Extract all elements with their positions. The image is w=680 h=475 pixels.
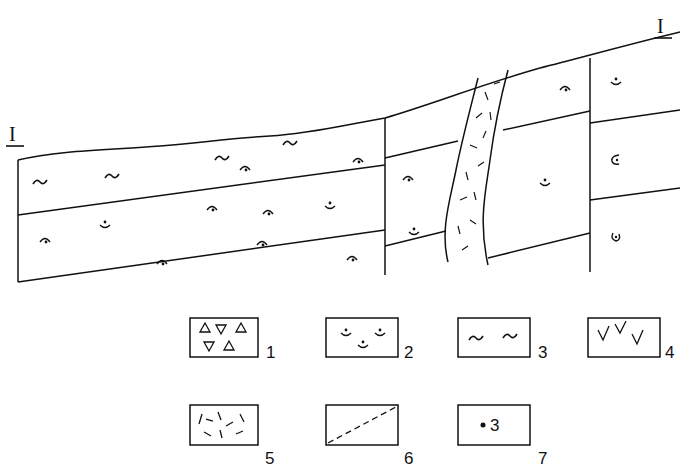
legend-number: 5 bbox=[265, 450, 274, 467]
dike-pattern bbox=[458, 82, 500, 250]
section-marker bbox=[6, 38, 672, 146]
rock-symbols bbox=[33, 78, 621, 266]
legend-box bbox=[190, 318, 660, 445]
section-label: I bbox=[657, 16, 664, 36]
legend-number: 6 bbox=[404, 450, 413, 467]
legend-sample-number: 3 bbox=[490, 417, 499, 434]
geologic-section bbox=[18, 32, 680, 282]
legend-number: 2 bbox=[404, 344, 413, 361]
section-label: I bbox=[9, 124, 16, 144]
legend-number: 3 bbox=[538, 344, 547, 361]
legend-sample bbox=[199, 321, 643, 443]
legend-number: 7 bbox=[538, 450, 547, 467]
legend-number: 4 bbox=[665, 344, 674, 361]
legend-number: 1 bbox=[266, 344, 275, 361]
